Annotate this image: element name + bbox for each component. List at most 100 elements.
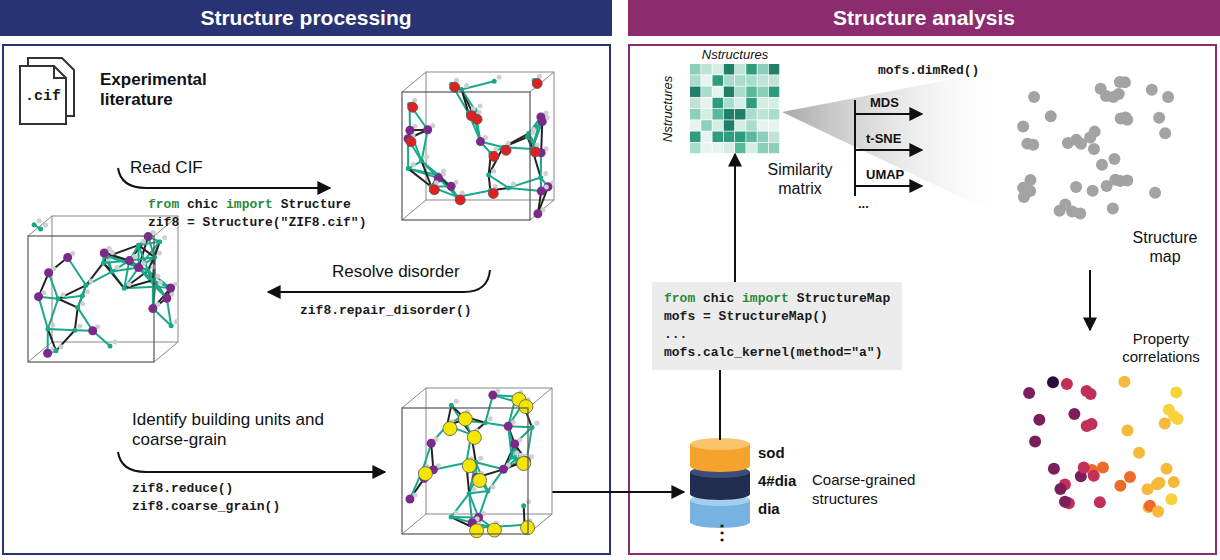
unit-cell bbox=[426, 72, 554, 200]
matrix-cell bbox=[769, 120, 780, 131]
map-point bbox=[1097, 461, 1109, 473]
atom bbox=[169, 323, 174, 328]
step-label: Read CIF bbox=[130, 158, 203, 178]
map-point bbox=[1121, 175, 1133, 187]
atom bbox=[150, 278, 155, 283]
matrix-cell bbox=[713, 132, 724, 143]
hydrogen-atom bbox=[174, 319, 179, 324]
map-point bbox=[1163, 404, 1175, 416]
map-point bbox=[1088, 470, 1100, 482]
matrix-cell bbox=[735, 109, 746, 120]
matrix-cell bbox=[746, 132, 757, 143]
hydrogen-atom bbox=[50, 322, 55, 327]
hydrogen-atom bbox=[37, 218, 42, 223]
matrix-cell bbox=[769, 87, 780, 98]
highlight-atom bbox=[466, 111, 476, 121]
matrix-cell bbox=[758, 98, 769, 109]
bond bbox=[58, 299, 78, 308]
paper-sheet bbox=[20, 66, 66, 124]
method-arrow bbox=[855, 113, 922, 115]
matrix-cell bbox=[758, 132, 769, 143]
atom bbox=[504, 422, 513, 431]
matrix-cell bbox=[735, 87, 746, 98]
map-point bbox=[1054, 483, 1066, 495]
highlight-atom bbox=[519, 400, 533, 414]
atom bbox=[45, 326, 50, 331]
map-point bbox=[1059, 199, 1071, 211]
matrix-cell bbox=[690, 120, 701, 131]
matrix-cell bbox=[769, 132, 780, 143]
map-point bbox=[1159, 127, 1171, 139]
map-point bbox=[1096, 159, 1108, 171]
hydrogen-atom bbox=[543, 171, 548, 176]
bond bbox=[138, 245, 154, 257]
matrix-cell bbox=[701, 132, 712, 143]
connector bbox=[719, 370, 721, 440]
highlight-atom bbox=[489, 151, 499, 161]
map-point bbox=[1107, 203, 1119, 215]
atom bbox=[449, 403, 454, 408]
matrix-cell bbox=[758, 75, 769, 86]
code-line: zif8.coarse_grain() bbox=[132, 498, 280, 516]
atom bbox=[162, 294, 171, 303]
bond bbox=[489, 175, 509, 188]
code-keyword: import bbox=[226, 197, 273, 212]
highlight-atom bbox=[530, 147, 540, 157]
map-point bbox=[1162, 91, 1174, 103]
matrix-cell bbox=[701, 143, 712, 154]
atom bbox=[109, 269, 114, 274]
matrix-cell bbox=[701, 98, 712, 109]
topology-name: 4#dia bbox=[758, 472, 796, 490]
process-arrow bbox=[552, 491, 684, 493]
matrix-cell bbox=[713, 143, 724, 154]
panel: Structure analysisfrom chic import Struc… bbox=[628, 0, 1220, 560]
map-point bbox=[1161, 463, 1173, 475]
matrix-cell bbox=[769, 98, 780, 109]
atom bbox=[125, 256, 134, 265]
structure-map: Structure map bbox=[1005, 70, 1185, 270]
bond bbox=[78, 285, 86, 307]
axis-label: Nstructures bbox=[660, 76, 676, 142]
map-point bbox=[1081, 385, 1093, 397]
matrix-cell bbox=[746, 109, 757, 120]
hydrogen-atom bbox=[88, 279, 93, 284]
bond bbox=[86, 263, 103, 285]
map-point bbox=[1078, 462, 1090, 474]
matrix-cell bbox=[746, 64, 757, 75]
highlight-atom bbox=[406, 137, 416, 147]
atom bbox=[521, 503, 526, 508]
topology-name: sod bbox=[758, 444, 785, 462]
map-point bbox=[1114, 76, 1126, 88]
matrix-cell bbox=[724, 87, 735, 98]
bond bbox=[48, 329, 56, 351]
bond bbox=[451, 493, 469, 517]
atom bbox=[100, 248, 109, 257]
unit-cell bbox=[402, 408, 528, 534]
map-point bbox=[1028, 91, 1040, 103]
bond bbox=[462, 81, 495, 89]
map-point bbox=[1047, 376, 1059, 388]
atom bbox=[509, 454, 514, 459]
atom bbox=[80, 293, 85, 298]
code-box: from chic import StructureMapmofs = Stru… bbox=[652, 282, 902, 370]
unit-cell bbox=[402, 514, 426, 534]
process-arrow bbox=[118, 452, 385, 472]
bond bbox=[469, 491, 488, 493]
hydrogen-atom bbox=[491, 168, 496, 173]
hydrogen-atom bbox=[488, 416, 493, 421]
hydrogen-atom bbox=[490, 485, 495, 490]
atom bbox=[538, 175, 543, 180]
code-line: mofs.dimRed() bbox=[878, 62, 979, 80]
map-point bbox=[1081, 420, 1093, 432]
hydrogen-atom bbox=[497, 75, 502, 80]
panel-frame bbox=[629, 45, 1216, 554]
map-point bbox=[1113, 88, 1125, 100]
code-line: zif8.reduce() bbox=[132, 480, 233, 498]
hydrogen-atom bbox=[155, 274, 160, 279]
atom bbox=[88, 326, 97, 335]
method-name: t-SNE bbox=[866, 131, 901, 147]
unit-cell bbox=[402, 72, 426, 92]
map-point bbox=[1151, 478, 1163, 490]
highlight-atom bbox=[467, 430, 481, 444]
bond bbox=[124, 280, 153, 288]
